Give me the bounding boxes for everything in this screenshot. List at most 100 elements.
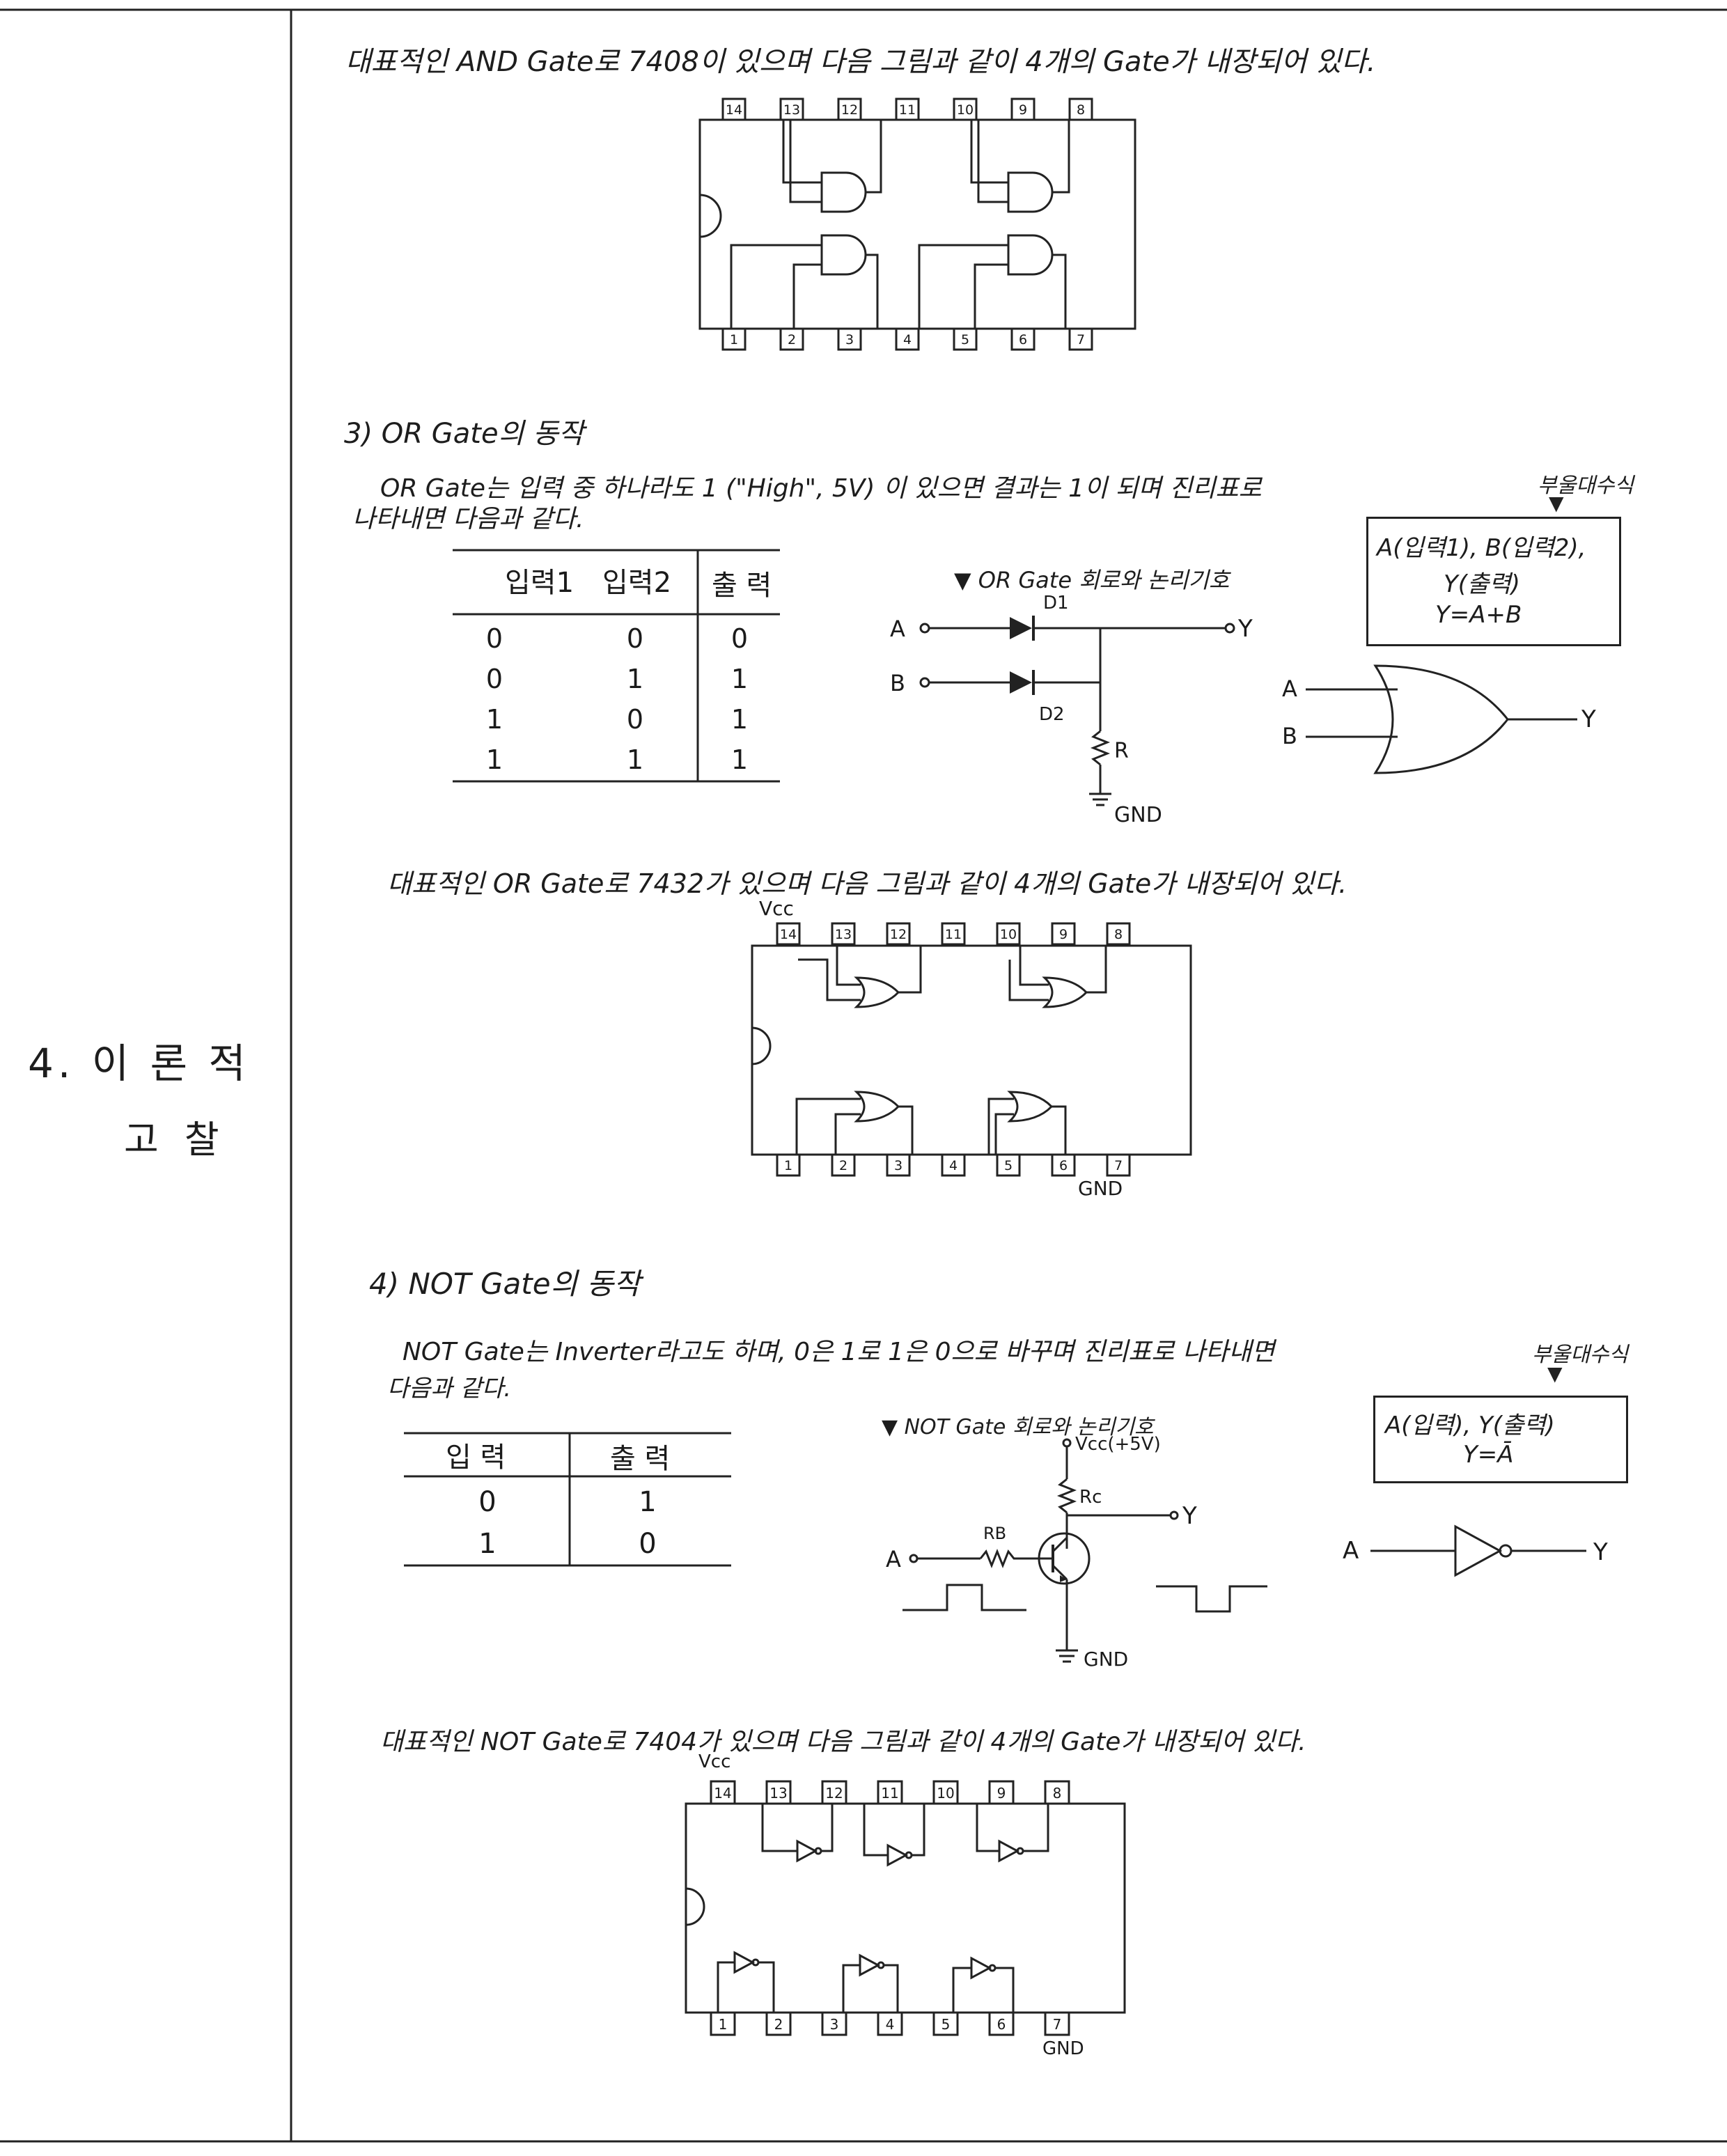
or-symbol-label-b: B bbox=[1282, 723, 1297, 749]
or-ic-top-pin-box bbox=[1106, 922, 1131, 946]
and-ic-bottom-pin-box bbox=[779, 327, 804, 351]
or-boolean-line1: A(입력1), B(입력2), bbox=[1377, 534, 1586, 562]
and-ic-bottom-pin-label: 7 bbox=[1077, 332, 1085, 347]
not-ic-vcc-label: Vcc bbox=[698, 1751, 730, 1772]
not-transistor-circuit: Vcc(+5V) Rc RB A Y GND bbox=[886, 1434, 1267, 1671]
and-ic-bottom-pin-box bbox=[1010, 327, 1036, 351]
and-ic-bottom-pin-box bbox=[895, 327, 920, 351]
or-ic-bottom-pin-box bbox=[776, 1153, 801, 1177]
and-ic-bottom-pin-label: 5 bbox=[961, 332, 969, 347]
or-table-cell: 1 bbox=[627, 664, 643, 694]
not-ic-top-pin-label: 14 bbox=[714, 1785, 731, 1802]
or-table-cell: 1 bbox=[486, 704, 503, 735]
or-boolean-line3: Y=A+B bbox=[1435, 601, 1522, 629]
or-table-header-out: 출 력 bbox=[712, 570, 772, 602]
or-ic-top-pin-box bbox=[831, 922, 856, 946]
or-boolean-arrow-icon: ▼ bbox=[1549, 492, 1564, 515]
not-ic-bottom-pin-box bbox=[877, 2011, 903, 2036]
or-ic-bottom-pin-box bbox=[996, 1153, 1021, 1177]
or-table-cell: 1 bbox=[486, 744, 503, 775]
not-ic-top-pin-box bbox=[988, 1780, 1015, 1805]
or-ic-top-pin-label: 10 bbox=[1000, 927, 1017, 942]
or-circuit-label-gnd: GND bbox=[1114, 803, 1162, 827]
not-logic-symbol: A Y bbox=[1343, 1524, 1608, 1577]
or-circuit-label-b: B bbox=[890, 670, 905, 696]
and-ic-top-pin-label: 14 bbox=[726, 102, 742, 118]
not-circuit-label-y: Y bbox=[1182, 1502, 1197, 1530]
not-ic-bottom-pin-box bbox=[765, 2011, 792, 2036]
or-ic-vcc-label: Vcc bbox=[759, 897, 794, 920]
or-table-cell: 0 bbox=[731, 623, 748, 654]
not-circuit-vcc: Vcc(+5V) bbox=[1075, 1434, 1161, 1455]
not-circuit-caption: ▼ NOT Gate 회로와 논리기호 bbox=[882, 1415, 1154, 1439]
or-table-cell: 1 bbox=[731, 664, 748, 694]
section-label-line2: 고 찰 bbox=[124, 1118, 226, 1162]
not-ic-gnd-label: GND bbox=[1042, 2038, 1084, 2059]
or-boolean-label: 부울대수식 bbox=[1538, 474, 1634, 498]
or-ic-bottom-pin-box bbox=[831, 1153, 856, 1177]
or-table-cell: 1 bbox=[731, 704, 748, 735]
and-ic-top-pin-label: 12 bbox=[841, 102, 858, 118]
not-ic-bottom-pin-label: 4 bbox=[886, 2016, 895, 2033]
not-ic-bottom-pin-box bbox=[821, 2011, 847, 2036]
or-diode-circuit: A B Y D1 D2 R GND bbox=[890, 593, 1253, 827]
not-heading: 4) NOT Gate의 동작 bbox=[369, 1267, 641, 1301]
or-ic-intro: 대표적인 OR Gate로 7432가 있으며 다음 그림과 같이 4개의 Ga… bbox=[387, 868, 1347, 899]
not-ic-bottom-pin-box bbox=[1044, 2011, 1070, 2036]
or-ic-bottom-pin-box bbox=[886, 1153, 911, 1177]
not-ic-top-pin-label: 9 bbox=[997, 1785, 1006, 1802]
and-ic-bottom-pin-label: 2 bbox=[788, 332, 796, 347]
not-circuit-label-gnd: GND bbox=[1084, 1648, 1128, 1671]
or-symbol-label-a: A bbox=[1282, 675, 1297, 702]
not-circuit-label-rb: RB bbox=[983, 1524, 1006, 1543]
and-ic-bottom-pin-label: 1 bbox=[730, 332, 738, 347]
or-table-cell: 0 bbox=[627, 623, 643, 654]
or-table-cell: 0 bbox=[627, 704, 643, 735]
not-ic-top-pin-label: 13 bbox=[769, 1785, 787, 1802]
or-ic-bottom-pin-box bbox=[1051, 1153, 1076, 1177]
or-ic-top-pin-box bbox=[941, 922, 966, 946]
not-boolean-arrow-icon: ▼ bbox=[1547, 1362, 1563, 1385]
and-ic-intro: 대표적인 AND Gate로 7408이 있으며 다음 그림과 같이 4개의 G… bbox=[345, 46, 1376, 78]
not-table-header-in: 입 력 bbox=[446, 1442, 506, 1474]
or-boolean-box: A(입력1), B(입력2), Y(출력) Y=A+B bbox=[1366, 517, 1621, 646]
or-table-cell: 1 bbox=[731, 744, 748, 775]
or-ic-bottom-pin-label: 6 bbox=[1059, 1158, 1068, 1173]
or-ic-bottom-pin-label: 7 bbox=[1114, 1158, 1123, 1173]
and-ic-bottom-pin-label: 6 bbox=[1019, 332, 1027, 347]
and-ic-top-pin-box bbox=[1068, 97, 1093, 121]
not-ic-top-pin-box bbox=[877, 1780, 903, 1805]
or-ic-top-pin-label: 12 bbox=[890, 927, 907, 942]
and-ic-bottom-pin-box bbox=[837, 327, 862, 351]
or-ic-bottom-pin-label: 2 bbox=[839, 1158, 847, 1173]
section-label-line1: 4. 이 론 적 bbox=[28, 1040, 250, 1087]
not-ic-top-pin-label: 12 bbox=[825, 1785, 843, 1802]
not-ic-bottom-pin-box bbox=[988, 2011, 1015, 2036]
or-ic-top-pin-label: 14 bbox=[780, 927, 797, 942]
or-diode-d1-icon bbox=[1010, 617, 1032, 639]
or-logic-symbol: A B Y bbox=[1282, 664, 1596, 774]
not-table-cell: 1 bbox=[639, 1486, 656, 1518]
or-circuit-label-r: R bbox=[1114, 739, 1129, 763]
not-ic-bottom-pin-label: 6 bbox=[997, 2016, 1006, 2033]
not-ic-bottom-pin-label: 2 bbox=[774, 2016, 783, 2033]
and-ic-top-pin-label: 13 bbox=[783, 102, 800, 118]
not-ic-bottom-pin-label: 5 bbox=[941, 2016, 951, 2033]
and-ic-top-pin-label: 11 bbox=[899, 102, 916, 118]
or-symbol-label-y: Y bbox=[1581, 705, 1596, 733]
and-ic-bottom-pin-box bbox=[1068, 327, 1093, 351]
or-ic-gnd-label: GND bbox=[1078, 1177, 1123, 1200]
or-ic-top-pin-label: 9 bbox=[1059, 927, 1068, 942]
or-heading: 3) OR Gate의 동작 bbox=[344, 418, 584, 450]
not-ic-top-pin-box bbox=[821, 1780, 847, 1805]
or-ic-top-pin-box bbox=[776, 922, 801, 946]
or-circuit-label-d2: D2 bbox=[1039, 704, 1065, 725]
and-ic-bottom-pin-box bbox=[953, 327, 978, 351]
or-ic-bottom-pin-label: 3 bbox=[894, 1158, 902, 1173]
